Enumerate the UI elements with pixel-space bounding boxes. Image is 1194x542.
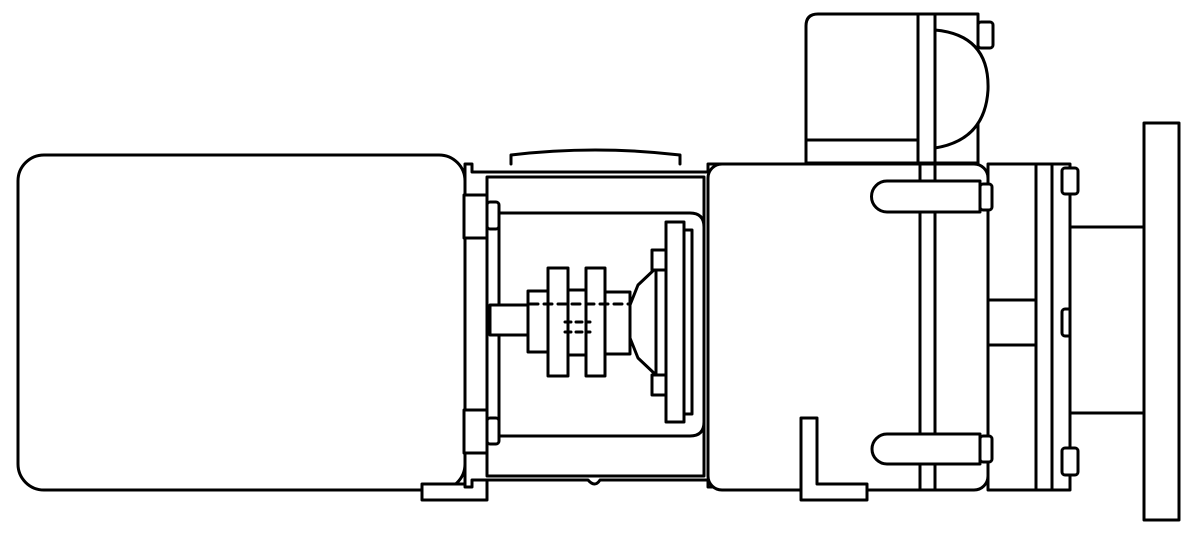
- tie-bolts: [871, 168, 1078, 475]
- coupling: [490, 222, 692, 422]
- output-flange: [1070, 123, 1179, 520]
- gearbox-cap: [806, 14, 993, 163]
- gearbox-foot: [801, 418, 867, 500]
- gearbox-housing: [708, 164, 1070, 490]
- motor-body: [18, 155, 465, 490]
